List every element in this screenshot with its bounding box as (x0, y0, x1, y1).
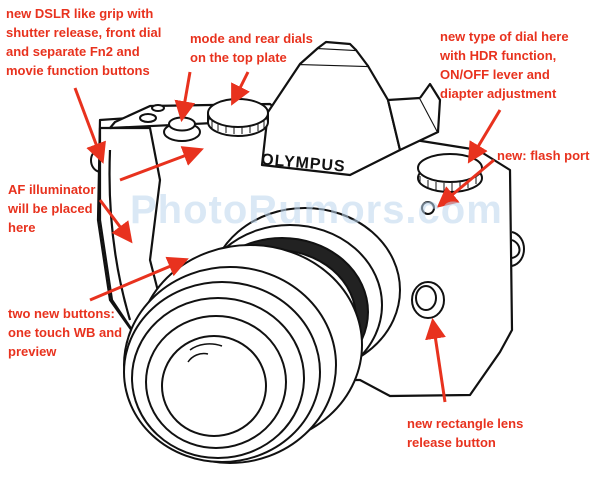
annotation-hdr-dial: new type of dial here with HDR function,… (440, 29, 569, 101)
flash-port (421, 201, 435, 215)
shutter-button (139, 104, 201, 142)
annotation-mode-rear-dials: mode and rear dials on the top plate (190, 31, 313, 65)
arrows (73, 71, 502, 403)
annotation-flash-port: new: flash port (497, 148, 590, 163)
viewfinder-hump (260, 40, 442, 177)
watermark: PhotoRumors.com (130, 188, 503, 232)
arrow-grip (73, 87, 106, 164)
annotation-grip: new DSLR like grip with shutter release,… (6, 6, 162, 78)
arrow-lens-release (425, 317, 447, 403)
lens (123, 207, 401, 464)
annotation-lens-release: new rectangle lens release button (407, 416, 524, 450)
annotation-af-illuminator: AF illuminator will be placed here (8, 182, 96, 235)
lens-release-button (411, 281, 445, 319)
arrow-dials-mode (231, 71, 250, 106)
arrow-hdr (467, 109, 502, 164)
hdr-dial (417, 153, 483, 193)
arrow-dials-shutter (174, 71, 196, 123)
annotation-new-buttons: two new buttons: one touch WB and previe… (8, 306, 123, 359)
arrow-flash (436, 158, 495, 208)
arrow-af-front (119, 146, 204, 182)
arrow-buttons (89, 256, 189, 302)
mode-dial (207, 98, 269, 137)
arrow-af (98, 199, 133, 244)
